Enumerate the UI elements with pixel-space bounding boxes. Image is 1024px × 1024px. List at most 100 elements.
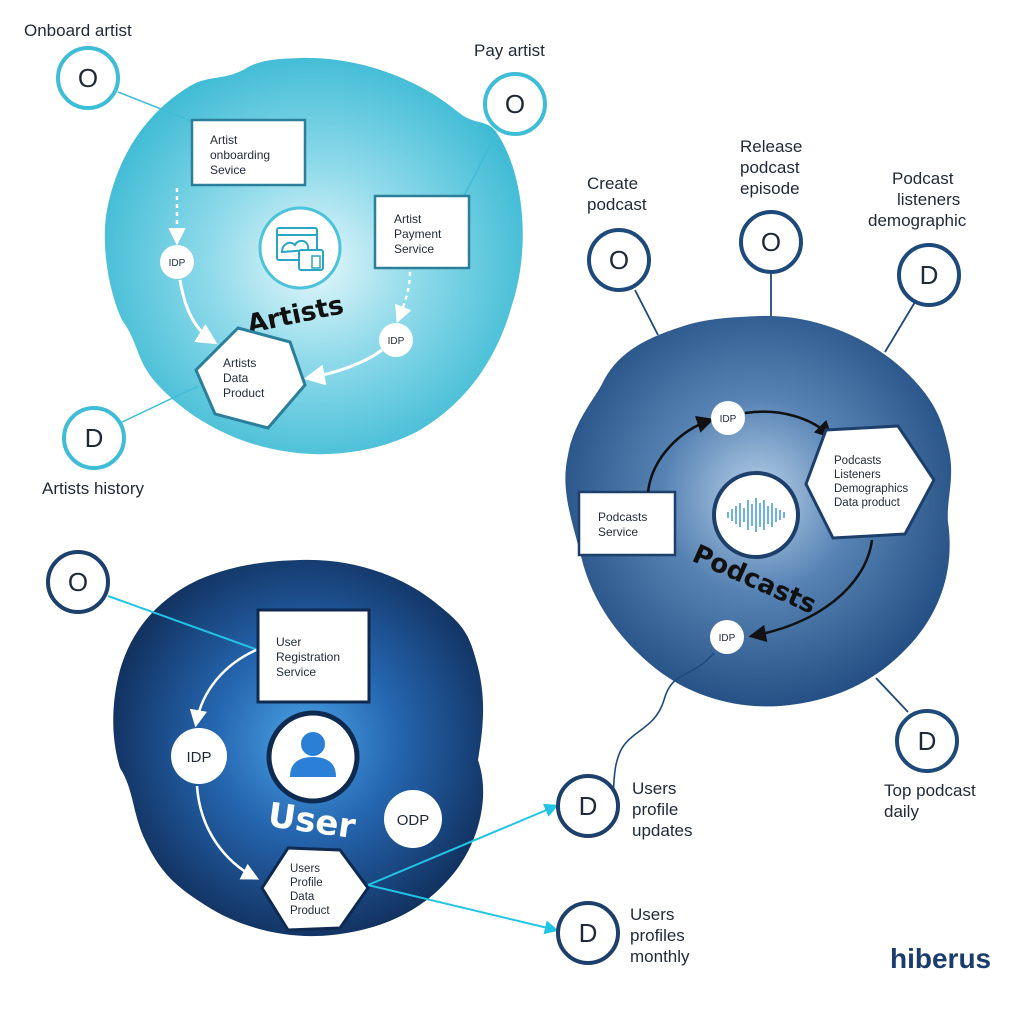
registration-line-2: Registration	[276, 650, 340, 664]
users-profile-data-product[interactable]: Users Profile Data Product	[260, 846, 370, 932]
registration-to-idp-arrow	[189, 648, 257, 728]
user-avatar-icon	[266, 710, 360, 804]
create-connector	[634, 289, 659, 336]
top-podcast-label: Top podcast daily	[884, 781, 980, 821]
registration-line-3: Service	[276, 665, 316, 679]
release-marker-letter: O	[761, 227, 781, 257]
podcast-idp-to-updates-connector	[611, 652, 715, 801]
monthly-connector	[367, 884, 559, 935]
user-odp[interactable]: ODP	[384, 790, 442, 848]
payment-service-line-1: Artist	[394, 212, 422, 226]
podcasts-service-box[interactable]: Podcasts Service	[577, 490, 677, 557]
user-product-line-3: Data	[290, 891, 315, 903]
artists-history-marker[interactable]: D	[62, 406, 126, 470]
pay-artist-label: Pay artist	[474, 41, 545, 60]
payment-service-line-2: Payment	[394, 227, 442, 241]
create-podcast-marker[interactable]: O	[587, 228, 651, 292]
registration-connector	[107, 595, 259, 651]
release-label-line-3: episode	[740, 179, 800, 198]
artists-domain: O Onboard artist O Pay artist D Artists …	[24, 21, 547, 498]
user-odp-label: ODP	[397, 812, 430, 829]
artists-product-line-2: Data	[223, 371, 249, 385]
user-registration-marker[interactable]: O	[46, 550, 110, 614]
demographic-marker-letter: D	[920, 260, 939, 290]
registration-marker-letter: O	[68, 567, 88, 597]
artists-data-product[interactable]: Artists Data Product	[194, 326, 307, 430]
release-episode-marker[interactable]: O	[739, 210, 803, 274]
podcasts-idp-bottom-label: IDP	[719, 633, 736, 644]
pay-connector	[463, 133, 497, 197]
artists-product-line-3: Product	[223, 386, 265, 400]
idp-to-artists-data-arrow-right	[303, 348, 383, 386]
artist-onboarding-service-box[interactable]: Artist onboarding Sevice	[190, 118, 307, 187]
onboarding-service-line-3: Sevice	[210, 163, 246, 177]
artists-idp-right[interactable]: IDP	[379, 323, 413, 357]
user-registration-service-box[interactable]: User Registration Service	[256, 608, 371, 704]
users-profiles-monthly-marker[interactable]: D	[556, 901, 620, 965]
create-podcast-label: Create podcast	[587, 174, 647, 214]
service-to-idp-arc	[646, 415, 715, 493]
updates-connector	[367, 803, 559, 886]
pay-marker-letter: O	[505, 89, 525, 119]
top-podcast-marker[interactable]: D	[895, 709, 959, 773]
history-marker-letter: D	[85, 423, 104, 453]
monthly-label-line-2: profiles	[630, 926, 685, 945]
podcasts-service-line-1: Podcasts	[598, 510, 647, 524]
demographic-marker[interactable]: D	[897, 243, 961, 307]
onboard-marker-letter: O	[78, 63, 98, 93]
top-label-line-1: Top podcast	[884, 781, 976, 800]
demographic-label-line-1: Podcast	[892, 169, 954, 188]
pay-artist-marker[interactable]: O	[483, 72, 547, 136]
onboard-artist-marker[interactable]: O	[56, 46, 120, 110]
onboarding-service-line-1: Artist	[210, 133, 238, 147]
idp-to-profile-arrow	[195, 785, 260, 880]
soundwave-icon	[712, 471, 800, 559]
artists-history-label: Artists history	[42, 479, 145, 498]
user-domain: O D Users profile updates D Users profil…	[46, 550, 715, 966]
idp-to-artists-data-arrow	[178, 279, 218, 345]
onboard-artist-label: Onboard artist	[24, 21, 132, 40]
users-profiles-monthly-label: Users profiles monthly	[630, 905, 690, 966]
user-idp[interactable]: IDP	[171, 728, 227, 784]
updates-marker-letter: D	[579, 791, 598, 821]
users-profile-updates-marker[interactable]: D	[556, 774, 620, 838]
demographics-to-idp-arc	[748, 539, 874, 643]
release-label-line-1: Release	[740, 137, 802, 156]
release-label-line-2: podcast	[740, 158, 800, 177]
artist-payment-service-box[interactable]: Artist Payment Service	[373, 194, 471, 270]
monthly-label-line-3: monthly	[630, 947, 690, 966]
artists-idp-left[interactable]: IDP	[160, 245, 194, 279]
podcasts-idp-top[interactable]: IDP	[711, 401, 745, 435]
hiberus-logo: hiberus	[890, 943, 991, 974]
podcasts-idp-bottom[interactable]: IDP	[710, 620, 744, 654]
updates-label-line-1: Users	[632, 779, 676, 798]
user-idp-label: IDP	[186, 749, 211, 766]
podcasts-demographics-data-product[interactable]: Podcasts Listeners Demographics Data pro…	[804, 424, 936, 540]
podcasts-product-line-2: Listeners	[834, 469, 881, 481]
podcasts-domain: O Create podcast O Release podcast episo…	[565, 137, 980, 821]
top-marker-letter: D	[918, 726, 937, 756]
onboard-connector	[117, 91, 195, 123]
users-profile-updates-label: Users profile updates	[632, 779, 693, 840]
podcasts-product-line-1: Podcasts	[834, 455, 882, 467]
history-connector	[117, 385, 199, 425]
demographic-label-line-2: listeners	[897, 190, 960, 209]
user-product-line-4: Product	[290, 905, 330, 917]
updates-label-line-2: profile	[632, 800, 678, 819]
podcasts-product-line-4: Data product	[834, 497, 901, 509]
top-label-line-2: daily	[884, 802, 919, 821]
top-connector	[875, 677, 909, 713]
user-product-line-1: Users	[290, 863, 320, 875]
demographic-label: Podcast listeners demographic	[868, 169, 967, 230]
release-episode-label: Release podcast episode	[740, 137, 807, 198]
artists-idp-right-label: IDP	[388, 336, 405, 347]
podcasts-idp-top-label: IDP	[720, 414, 737, 425]
create-label-line-2: podcast	[587, 195, 647, 214]
artists-product-line-1: Artists	[223, 356, 256, 370]
updates-label-line-3: updates	[632, 821, 693, 840]
create-label-line-1: Create	[587, 174, 638, 193]
monthly-label-line-1: Users	[630, 905, 674, 924]
user-product-line-2: Profile	[290, 877, 323, 889]
demographic-label-line-3: demographic	[868, 211, 967, 230]
